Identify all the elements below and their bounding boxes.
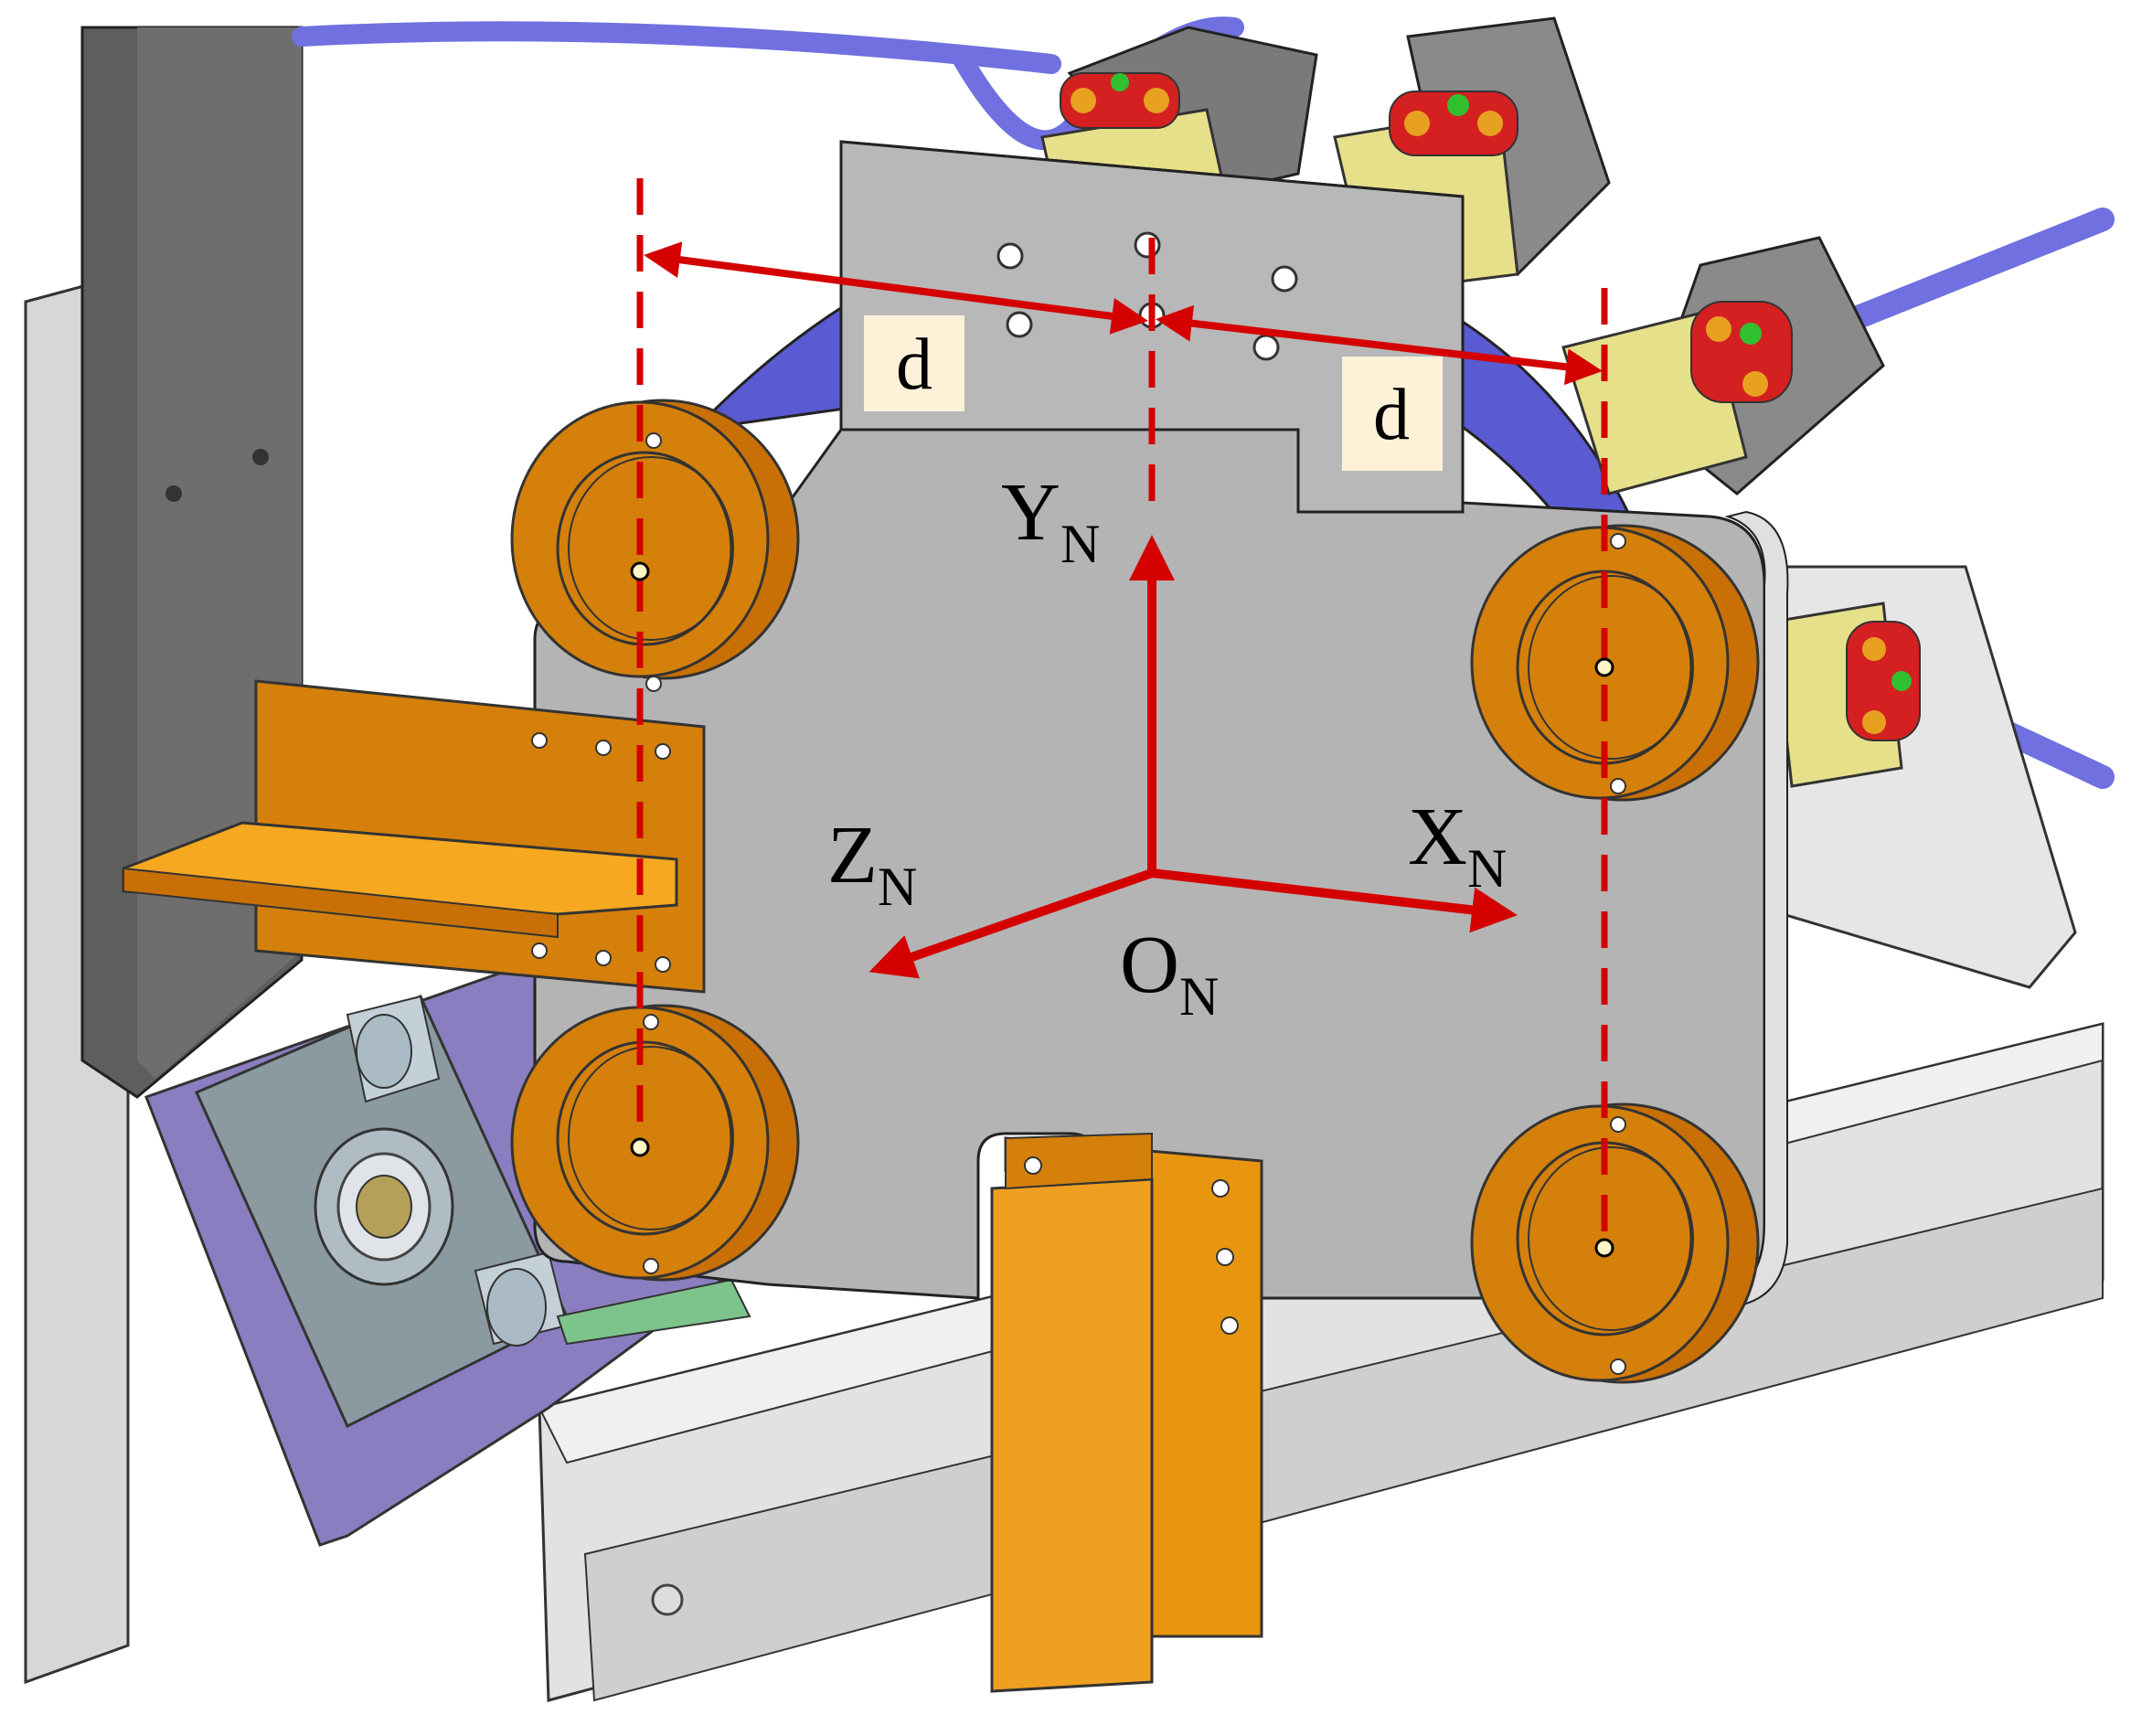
wheel-center-point (630, 561, 650, 581)
axis-z-arrow (868, 868, 1154, 979)
wheel-top-right (1470, 524, 1760, 802)
red-clamp (1389, 91, 1518, 156)
dimension-label-left: d (896, 325, 932, 405)
red-clamp (1060, 72, 1180, 129)
frame-hole (165, 485, 182, 502)
wheel-bottom-right (1470, 1102, 1760, 1384)
green-strip (556, 1278, 751, 1346)
orange-parts (122, 399, 1760, 1693)
wheel-center-point (1594, 1238, 1614, 1258)
dim-label-bg-left (864, 315, 964, 411)
bracket-hole (595, 950, 612, 966)
bracket-hole (655, 743, 671, 760)
wheel-top-left (510, 399, 800, 692)
dimension-label-right: d (1373, 375, 1410, 455)
bracket-hole (595, 740, 612, 756)
axis-x-arrow (1151, 868, 1518, 933)
axis-label-z: ZN (827, 810, 917, 917)
plate-hole (1006, 311, 1033, 338)
bottom-t-bracket-side (1005, 1132, 1153, 1190)
dim-label-bg-right (1342, 357, 1443, 471)
bracket-hole (1220, 1316, 1239, 1335)
bracket-hole (1211, 1179, 1230, 1198)
bracket-hole (1024, 1156, 1042, 1175)
left-angle-bracket-shelf-front (123, 867, 559, 939)
origin-label: ON (1120, 920, 1219, 1027)
plate-hole (996, 242, 1024, 270)
annotations: d d YN XN ZN ON (630, 178, 1614, 1258)
bracket-hole (655, 956, 671, 973)
frame-hole (252, 449, 269, 465)
wheel-center-point (630, 1137, 650, 1157)
axis-label-y: YN (1001, 467, 1100, 574)
red-clamp (1690, 301, 1793, 403)
rail-hole (651, 1583, 684, 1616)
bracket-hole (531, 732, 548, 749)
wheel-bottom-left (510, 1004, 800, 1282)
bearing-block (195, 995, 569, 1429)
dimension-arrow-right (1156, 304, 1603, 386)
bracket-hole (1216, 1248, 1234, 1266)
dimension-arrow-left (644, 241, 1148, 335)
plate-hole (1134, 231, 1161, 259)
plate-hole (1252, 334, 1280, 361)
bracket-hole (531, 943, 548, 959)
blue-tube-left (292, 21, 1061, 74)
bottom-t-bracket-flange (990, 1177, 1154, 1693)
plate-hole (1271, 265, 1298, 293)
red-clamp (1846, 621, 1921, 741)
axis-label-x: XN (1408, 792, 1507, 899)
wheel-center-point (1594, 657, 1614, 677)
